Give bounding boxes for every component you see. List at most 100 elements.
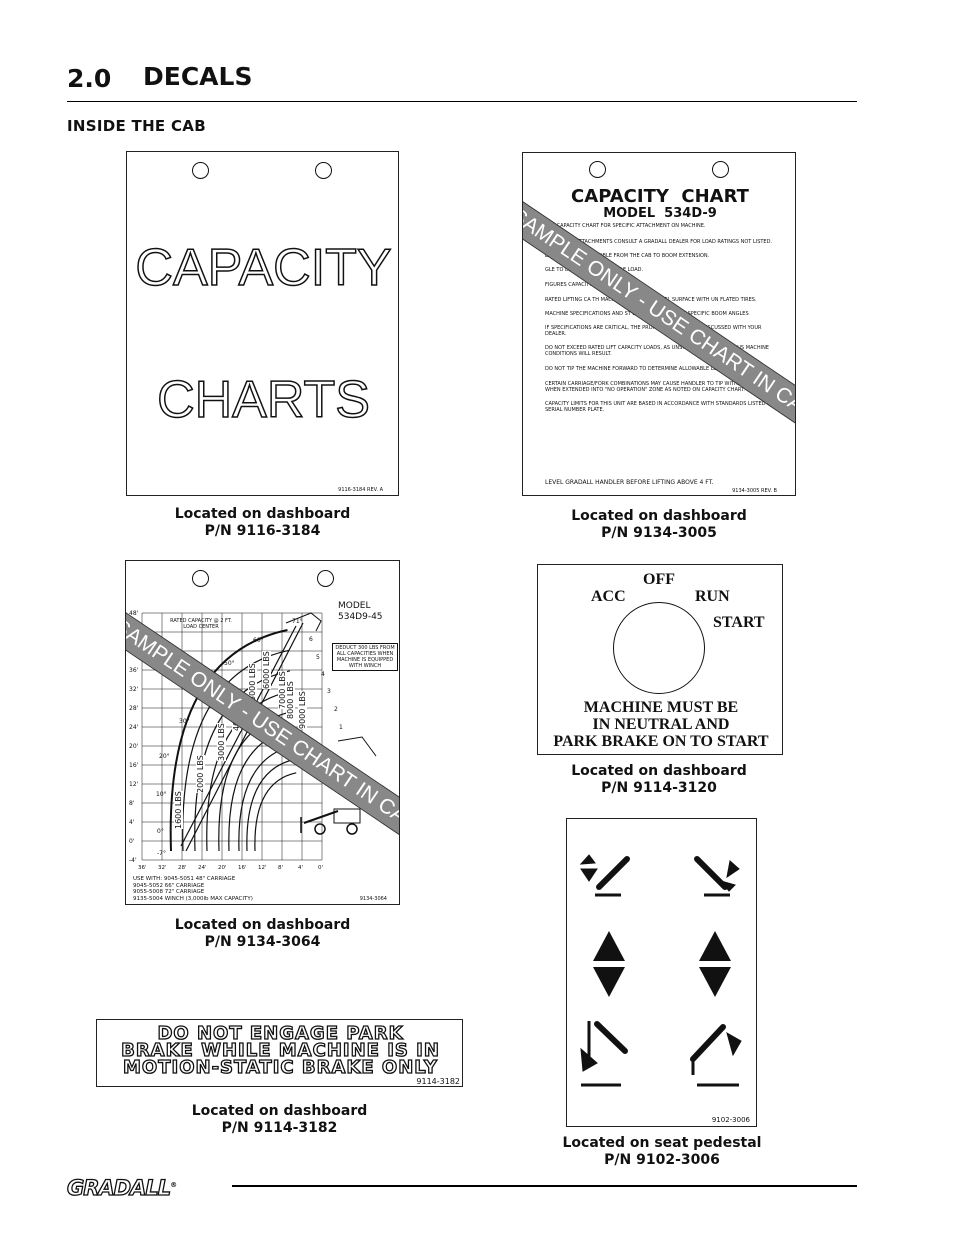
use-with-line: 9055-5008 72" CARRIAGE (133, 889, 205, 895)
y-tick-label: 0' (129, 838, 135, 845)
boom-angle-label: 20° (159, 753, 170, 760)
caption-part-number: P/N 9134-3005 (601, 525, 717, 541)
capacity-arc (254, 772, 297, 852)
logo-text: GRADALL (66, 1175, 171, 1200)
zone-number: 5 (316, 654, 320, 661)
x-tick-label: 24' (198, 865, 207, 871)
capacity-label: 9000 LBS (298, 691, 307, 729)
key-switch-circle (613, 602, 705, 694)
capacity-label: 8000 LBS (286, 681, 295, 719)
caption-part-number: P/N 9114-3182 (221, 1120, 338, 1136)
decal-part-number: 9134-3064 (359, 896, 387, 902)
x-tick-label: 28' (178, 865, 187, 871)
caption-ignition: Located on dashboard P/N 9114-3120 (522, 763, 796, 797)
up-arrow-icon (699, 931, 731, 961)
caption-location: Located on dashboard (571, 763, 747, 779)
model-number: 534D9-45 (338, 612, 383, 622)
header-rule (67, 101, 857, 102)
decal-part-number: 9102-3006 (711, 1116, 750, 1124)
ignition-acc-label: ACC (591, 588, 626, 605)
rated-capacity-note: RATED CAPACITY @ 2 FT. LOAD CENTER (170, 618, 232, 630)
down-arrow-icon (593, 967, 625, 997)
y-tick-label: 24' (129, 724, 139, 731)
rule-line: DO NOT TIP THE MACHINE FORWARD TO DETERM… (545, 366, 727, 372)
section-number: 2.0 (67, 64, 112, 93)
ignition-warning: MACHINE MUST BE IN NEUTRAL AND PARK BRAK… (538, 699, 782, 750)
y-tick-label: 12' (129, 781, 139, 788)
boom-retract-left-icon (580, 1021, 628, 1087)
rule-line: DO NOT EXCEED RATED LIFT CAPACITY LOADS,… (545, 345, 769, 357)
capacity-chart-decal: CAPACITY CHART MODEL 534D-9 USE CAPACITY… (522, 152, 796, 496)
decal-part-number: 9114-3182 (416, 1077, 460, 1086)
caption-seat-pedestal: Located on seat pedestal P/N 9102-3006 (540, 1135, 784, 1169)
footer-rule (232, 1185, 857, 1187)
rule-line: USE CAPACITY CHART FOR SPECIFIC ATTACHME… (545, 223, 706, 229)
mount-hole-left (192, 570, 209, 587)
capacity-arc (246, 758, 296, 852)
subheading: INSIDE THE CAB (67, 117, 206, 135)
caption-location: Located on dashboard (191, 1103, 368, 1119)
load-chart-decal: 48'44'40'36'32'28'24'20'16'12'8'4'0'-4' … (125, 560, 400, 905)
caption-location: Located on dashboard (174, 917, 351, 933)
rule-line: FOR OTHER ATTACHMENTS CONSULT A GRADALL … (545, 239, 773, 245)
capacity-arc (169, 629, 288, 852)
boom-angle-label: 71° (292, 618, 303, 625)
warning-line: PARK BRAKE ON TO START (553, 733, 769, 750)
warning-line: IN NEUTRAL AND (592, 716, 730, 733)
boom-control-symbols (579, 854, 742, 1087)
x-tick-label: 36' (138, 865, 147, 871)
zone-number: 6 (309, 636, 313, 643)
y-tick-label: 4' (129, 819, 135, 826)
banner-line: BRAKE WHILE MACHINE IS IN (120, 1040, 440, 1061)
caption-capacity-chart: Located on dashboard P/N 9134-3005 (522, 508, 796, 542)
mount-hole-right (712, 161, 729, 178)
rule-line: CERTAIN CARRIAGE/FORK COMBINATIONS MAY C… (545, 381, 764, 393)
rule-line: CAPACITY LIMITS FOR THIS UNIT ARE BASED … (545, 401, 775, 413)
rule-line: IF SPECIFICATIONS ARE CRITICAL, THE PROP… (545, 325, 762, 337)
boom-extend-right-icon (690, 1024, 742, 1087)
use-with-list: USE WITH: 9045-5051 48" CARRIAGE 9045-50… (133, 876, 333, 902)
caption-part-number: P/N 9102-3006 (604, 1152, 720, 1168)
caption-capacity-charts: Located on dashboard P/N 9116-3184 (126, 506, 399, 540)
park-brake-text: DO NOT ENGAGE PARK BRAKE WHILE MACHINE I… (97, 1023, 462, 1077)
banner-line: DO NOT ENGAGE PARK (157, 1023, 404, 1044)
x-tick-label: 32' (158, 865, 167, 871)
y-tick-label: 48' (129, 610, 139, 617)
capacity-charts-decal: CAPACITY CHARTS 9116-3184 REV. A (126, 151, 399, 496)
y-tick-label: 32' (129, 686, 139, 693)
y-tick-label: 20' (129, 743, 139, 750)
x-tick-label: 20' (218, 865, 227, 871)
chart-title: CAPACITY CHART (571, 186, 749, 207)
caption-part-number: P/N 9134-3064 (204, 934, 321, 950)
mount-hole-right (317, 570, 334, 587)
registered-mark: ® (170, 1181, 177, 1189)
down-arrow-icon (699, 967, 731, 997)
capacity-label: 6000 LBS (262, 651, 271, 689)
y-tick-label: -4' (129, 857, 137, 864)
zone-number: 4 (321, 671, 325, 678)
caption-location: Located on seat pedestal (562, 1135, 762, 1151)
x-tick-label: 0' (318, 865, 323, 871)
capacity-word: CAPACITY (135, 238, 393, 298)
caption-location: Located on dashboard (174, 506, 351, 522)
up-arrow-icon (593, 931, 625, 961)
mount-hole-left (589, 161, 606, 178)
mount-hole-right (315, 162, 332, 179)
mount-hole-left (192, 162, 209, 179)
capacity-label: 2000 LBS (196, 755, 205, 793)
caption-location: Located on dashboard (571, 508, 747, 524)
x-tick-label: 16' (238, 865, 247, 871)
x-tick-label: 4' (298, 865, 303, 871)
ignition-start-label: START (713, 614, 765, 631)
y-tick-label: 28' (129, 705, 139, 712)
zone-number: 1 (339, 724, 343, 731)
decal-rev: 9116-3184 REV. A (338, 487, 383, 493)
y-tick-label: 8' (129, 800, 135, 807)
boom-angle-label: 10° (156, 791, 167, 798)
caption-part-number: P/N 9114-3120 (601, 780, 717, 796)
boom-angle-label: 60° (253, 637, 264, 644)
ignition-run-label: RUN (695, 588, 730, 605)
section-title: DECALS (143, 62, 253, 91)
boom-angle-label: 0° (157, 828, 164, 835)
boom-angle-label: 50° (224, 660, 235, 667)
